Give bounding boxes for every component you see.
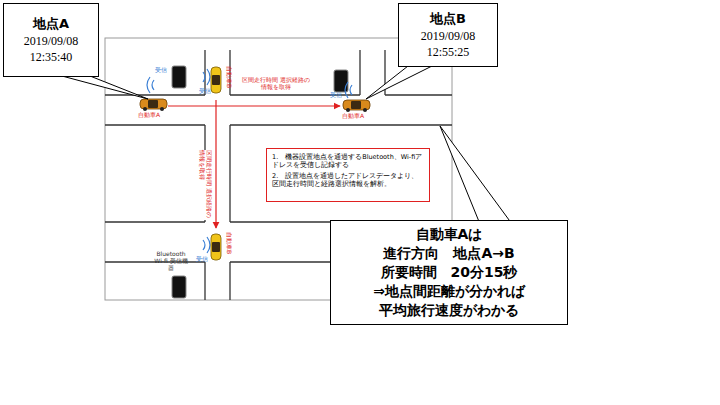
callout-text: 所要時間 20分15秒 — [339, 263, 559, 282]
callout-text: 12:35:40 — [12, 49, 90, 65]
callout-text: 進行方向 地点A→B — [339, 244, 559, 263]
note-text: 1. 機器設置地点を通過するBluetooth、Wi-fiアドレスを受信し記録す… — [272, 153, 424, 170]
callout-text: 12:55:25 — [407, 44, 489, 60]
receive-label: 受信 — [199, 88, 211, 95]
callout-text: 2019/09/08 — [407, 28, 489, 44]
callout-tail — [440, 126, 512, 224]
car-b-top — [211, 67, 221, 93]
callout-box: 地点A2019/09/0812:35:40 — [3, 3, 99, 77]
note-text: 2. 設置地点を通過したアドレスデータより、区間走行時間と経路選択情報を解析。 — [272, 172, 424, 189]
callout-tail — [62, 76, 148, 99]
callout-text: 地点B — [407, 10, 489, 28]
car-label: 自動車A — [342, 113, 364, 120]
callout-text: 平均旅行速度がわかる — [339, 301, 559, 320]
callout-box: 自動車Aは進行方向 地点A→B所要時間 20分15秒⇒地点間距離が分かれば平均旅… — [330, 220, 568, 325]
callout-text: 自動車Aは — [339, 225, 559, 244]
car-a-right — [343, 100, 370, 112]
receive-label: 受信 — [330, 92, 342, 99]
callout-text: 地点A — [12, 15, 90, 33]
device-label: Bluetooth Wi-fi 受信機器 — [154, 251, 188, 272]
car-label: 自動車B — [225, 232, 232, 254]
note-box: 1. 機器設置地点を通過するBluetooth、Wi-fiアドレスを受信し記録す… — [266, 148, 430, 202]
callout-tail — [366, 66, 432, 99]
route-arrow — [215, 100, 216, 228]
route-arrow — [168, 105, 340, 106]
receive-label: 受信 — [155, 67, 167, 74]
receive-label: 受信 — [196, 256, 208, 263]
callout-box: 地点B2019/09/0812:55:25 — [398, 3, 498, 67]
route-label: 区間走行時間 選択経路の情報を取得 — [198, 150, 212, 220]
car-b-bottom — [211, 234, 221, 260]
route-label: 区間走行時間 選択経路の情報を取得 — [240, 77, 312, 91]
callout-text: ⇒地点間距離が分かれば — [339, 282, 559, 301]
car-label: 自動車B — [225, 66, 232, 88]
car-a-left — [140, 99, 167, 111]
car-label: 自動車A — [138, 112, 160, 119]
callout-text: 2019/09/08 — [12, 33, 90, 49]
